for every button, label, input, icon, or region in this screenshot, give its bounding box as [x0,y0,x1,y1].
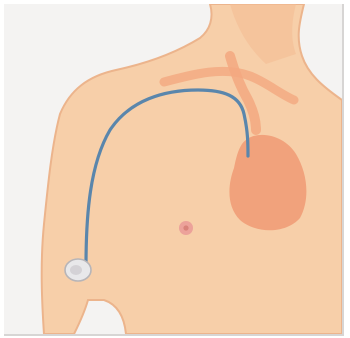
illustration-canvas [4,4,344,336]
nipple-center [183,225,188,230]
anatomy-illustration [4,4,342,334]
port-center [70,265,82,275]
